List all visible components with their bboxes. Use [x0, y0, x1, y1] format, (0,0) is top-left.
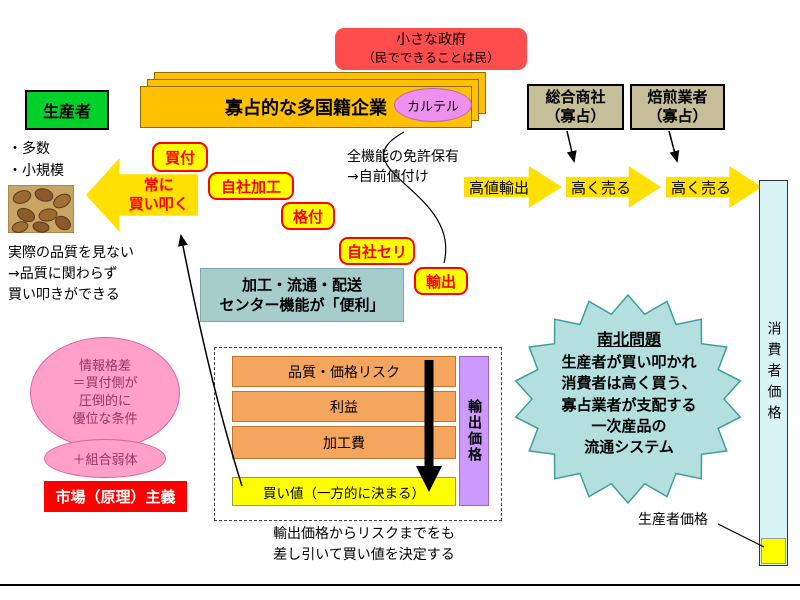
info-gap-line3: 圧倒的に	[78, 394, 131, 409]
export-price-label: 輸出価格	[466, 399, 482, 463]
sell-high-arrow-2: 高く売る	[666, 166, 762, 208]
roaster-name: 焙煎業者	[647, 87, 708, 106]
slide-bottom-border	[0, 584, 800, 586]
info-gap-line4: 優位な条件	[72, 411, 138, 427]
cascade-step-auction: 自社セリ	[339, 237, 415, 265]
producer-price-segment	[761, 538, 786, 564]
north-south-line1: 生産者が買い叩かれ	[561, 353, 697, 371]
quality-note-line3: 買い叩きができる	[8, 287, 120, 303]
roaster-connector	[668, 130, 680, 163]
north-south-line2: 消費者は高く買う、	[561, 374, 697, 393]
north-south-line3: 寡占業者が支配する	[561, 395, 697, 414]
profit-bar: 利益	[232, 391, 456, 422]
cascade-step-export-label: 輸出	[425, 272, 456, 291]
sell-high-label-2: 高く売る	[671, 178, 732, 197]
small-government-title: 小さな政府	[396, 32, 466, 49]
producer-trait-small: ・小規模	[8, 163, 64, 180]
north-south-title: 南北問題	[596, 330, 661, 349]
north-south-text: 南北問題 生産者が買い叩かれ 消費者は高く買う、 寡占業者が支配する 一次産品の…	[518, 326, 740, 458]
caption-line2: 差し引いて買い値を決定する	[273, 547, 455, 563]
trading-company-name: 総合商社	[545, 87, 606, 106]
trading-company-connector	[566, 130, 577, 163]
roaster-sub: （寡占）	[647, 107, 708, 125]
convenience-line1: 加工・流通・配送	[241, 275, 362, 294]
small-government-subtitle: （民でできることは民）	[362, 49, 500, 65]
center-convenience-box: 加工・流通・配送 センター機能が「便利」	[200, 268, 404, 322]
north-south-line5: 流通システム	[584, 438, 674, 457]
beat-down-line1: 常に	[143, 176, 174, 195]
sell-high-label-1: 高く売る	[571, 178, 632, 197]
cascade-step-grading: 格付	[281, 202, 335, 230]
cascade-step-export: 輸出	[414, 267, 468, 295]
producer-trait-many: ・多数	[8, 141, 50, 157]
cascade-step-buy: 買付	[152, 142, 208, 172]
caption-line1: 輸出価格からリスクまでをも	[273, 526, 455, 542]
consumer-price-bar: 消費者価格	[759, 180, 788, 566]
license-note-line1: 全機能の免許保有	[347, 149, 459, 165]
cascade-step-grading-label: 格付	[292, 207, 323, 226]
sell-high-arrow-1: 高く売る	[566, 166, 661, 208]
high-price-export-label: 高値輸出	[469, 178, 530, 197]
producer-label: 生産者	[42, 102, 91, 121]
small-government-banner: 小さな政府 （民でできることは民）	[335, 28, 527, 70]
license-note: 全機能の免許保有 →自前値付け	[347, 147, 459, 188]
market-principle-box: 市場（原理）主義	[44, 481, 187, 512]
high-price-export-arrow: 高値輸出	[464, 166, 562, 208]
license-note-line2: →自前値付け	[347, 169, 429, 186]
convenience-line2: センター機能が「便利」	[219, 296, 385, 314]
roaster-box: 焙煎業者 （寡占）	[630, 84, 725, 130]
processing-cost-bar: 加工費	[232, 426, 456, 459]
processing-cost-bar-label: 加工費	[323, 435, 365, 452]
info-gap-ellipse: 情報格差 ＝買付側が 圧倒的に 優位な条件	[30, 337, 180, 449]
producer-price-connector	[717, 523, 765, 548]
multinational-company-title: 寡占的な多国籍企業	[225, 98, 387, 119]
risk-bar: 品質・価格リスク	[232, 356, 456, 387]
risk-bar-label: 品質・価格リスク	[288, 364, 400, 381]
weak-union-ellipse: ＋組合弱体	[44, 439, 166, 478]
quality-note: 実際の品質を見ない →品質に関わらず 買い叩きができる	[8, 243, 134, 306]
coffee-beans-image	[7, 184, 75, 234]
north-south-line4: 一次産品の	[591, 416, 667, 435]
quality-note-line2: →品質に関わらず	[8, 266, 118, 282]
weak-union-label: ＋組合弱体	[72, 453, 138, 468]
producer-price-text: 生産者価格	[638, 512, 708, 528]
export-price-bar: 輸出価格	[459, 356, 489, 506]
producer-price-label: 生産者価格	[638, 509, 708, 529]
quality-note-line1: 実際の品質を見ない	[8, 245, 134, 261]
cascade-step-processing-label: 自社加工	[220, 177, 281, 196]
market-principle-label: 市場（原理）主義	[55, 488, 176, 506]
trading-company-box: 総合商社 （寡占）	[527, 84, 624, 130]
producer-traits: ・多数 ・小規模	[8, 138, 64, 183]
trading-company-sub: （寡占）	[545, 107, 606, 125]
cascade-step-buy-label: 買付	[164, 148, 195, 167]
buy-price-bar: 買い値（一方的に決まる）	[232, 477, 456, 506]
always-beat-down-label: 常に 買い叩く	[120, 174, 198, 215]
info-gap-line2: ＝買付側が	[72, 376, 138, 392]
consumer-price-label: 消費者価格	[765, 320, 782, 426]
info-gap-line1: 情報格差	[78, 358, 131, 374]
cascade-step-auction-label: 自社セリ	[346, 242, 407, 261]
cartel-label: カルテル	[406, 99, 459, 115]
buy-price-label: 買い値（一方的に決まる）	[263, 485, 425, 502]
cascade-step-processing: 自社加工	[208, 172, 294, 200]
profit-bar-label: 利益	[330, 399, 358, 416]
beat-down-line2: 買い叩く	[128, 194, 189, 213]
producer-box: 生産者	[25, 90, 109, 130]
north-south-starburst	[514, 294, 742, 505]
price-stack-caption: 輸出価格からリスクまでをも 差し引いて買い値を決定する	[243, 524, 485, 566]
cartel-ellipse: カルテル	[394, 88, 472, 122]
